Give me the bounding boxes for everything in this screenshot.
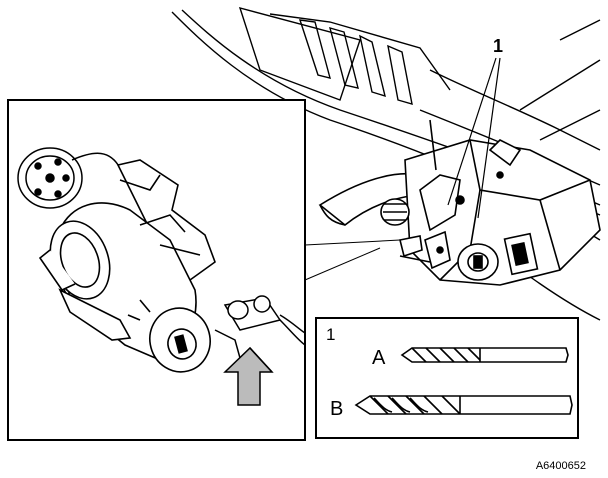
insert-direction-arrow (223, 346, 274, 406)
drill-a-label: A (372, 347, 386, 369)
drill-b-label: B (330, 398, 343, 420)
callout-leaders (447, 57, 501, 219)
lock-disc (17, 147, 121, 209)
drill-bit-a (400, 347, 569, 363)
wire-connector (214, 295, 306, 359)
drill-legend: 1 A B (315, 317, 579, 439)
drill-legend-number: 1 (326, 325, 335, 344)
drill-legend-frame (315, 317, 579, 439)
steering-column-assembly (318, 119, 601, 286)
drill-bit-b (354, 395, 573, 415)
detail-connector-lines (304, 239, 401, 281)
detail-inset (7, 99, 306, 441)
figure-code: A6400652 (535, 460, 586, 472)
ignition-switch-housing (38, 159, 216, 373)
callout-1-label: 1 (493, 36, 503, 56)
